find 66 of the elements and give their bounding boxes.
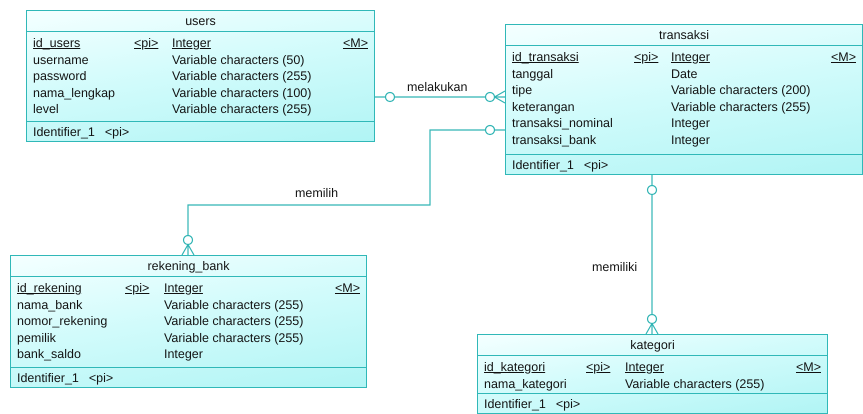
key-marker: <pi> <box>134 35 158 52</box>
table-name: users <box>185 14 216 28</box>
attribute-name: nama_kategori <box>484 376 567 392</box>
attribute-name: username <box>33 52 89 68</box>
data-type: Integer <box>164 346 203 362</box>
attribute-name: id_transaksi <box>512 49 579 66</box>
data-type: Integer <box>671 115 710 132</box>
entity-table <box>477 334 828 414</box>
data-type: Integer <box>164 280 203 296</box>
data-type: Variable characters (255) <box>164 296 304 313</box>
mandatory-marker: <M> <box>830 49 856 66</box>
data-type: Integer <box>625 359 664 376</box>
attribute-name: bank_saldo <box>17 346 81 362</box>
mandatory-marker: <M> <box>342 35 368 52</box>
attribute-name: nama_lengkap <box>33 84 116 101</box>
key-marker: <pi> <box>584 158 608 172</box>
attribute-name: level <box>33 101 59 118</box>
key-marker: <pi> <box>125 280 150 296</box>
attribute-name: id_users <box>33 35 80 52</box>
data-type: Variable characters (255) <box>625 376 764 392</box>
edge-label: memiliki <box>590 260 640 274</box>
relationship-line <box>181 124 505 256</box>
data-type: Variable characters (200) <box>671 82 810 98</box>
data-type: Date <box>671 66 698 82</box>
entity-table <box>10 255 367 388</box>
data-type: Variable characters (255) <box>172 68 312 84</box>
data-type: Variable characters (255) <box>172 101 312 118</box>
attribute-name: id_kategori <box>484 359 546 376</box>
attribute-name: transaksi_bank <box>512 132 596 148</box>
table-name: transaksi <box>658 28 710 42</box>
data-type: Variable characters (255) <box>164 313 304 330</box>
attribute-name: transaksi_nominal <box>512 115 613 132</box>
relationship-line <box>375 90 506 104</box>
edge-label: memilih <box>293 186 340 200</box>
attribute-name: nama_bank <box>17 296 82 313</box>
identifier-name: Identifier_1 <box>17 370 79 384</box>
attribute-name: id_rekening <box>17 280 82 296</box>
entity-table <box>26 10 375 142</box>
key-marker: <pi> <box>556 396 580 410</box>
entity-table <box>505 24 863 175</box>
identifier-name: Identifier_1 <box>33 124 95 138</box>
data-type: Integer <box>172 35 211 52</box>
identifier-name: Identifier_1 <box>512 158 574 172</box>
data-type: Variable characters (50) <box>172 52 304 68</box>
attribute-name: tipe <box>512 82 532 98</box>
data-type: Variable characters (100) <box>172 84 312 101</box>
attribute-name: password <box>33 68 86 84</box>
key-marker: <pi> <box>88 370 114 384</box>
table-name: kategori <box>630 338 675 352</box>
attribute-name: keterangan <box>512 98 575 115</box>
attribute-name: nomor_rekening <box>17 313 108 330</box>
key-marker: <pi> <box>634 49 658 66</box>
key-marker: <pi> <box>104 124 130 138</box>
data-type: Variable characters (255) <box>164 330 304 346</box>
attribute-name: tanggal <box>512 66 554 82</box>
table-name: rekening_bank <box>147 259 230 273</box>
data-type: Variable characters (255) <box>671 98 810 115</box>
data-type: Integer <box>671 132 710 148</box>
identifier-name: Identifier_1 <box>484 396 546 410</box>
attribute-name: pemilik <box>17 330 56 346</box>
relationship-line <box>645 175 659 335</box>
key-marker: <pi> <box>586 359 610 376</box>
mandatory-marker: <M> <box>334 280 360 296</box>
edge-label: melakukan <box>405 80 470 94</box>
data-type: Integer <box>671 49 710 66</box>
mandatory-marker: <M> <box>796 359 821 376</box>
